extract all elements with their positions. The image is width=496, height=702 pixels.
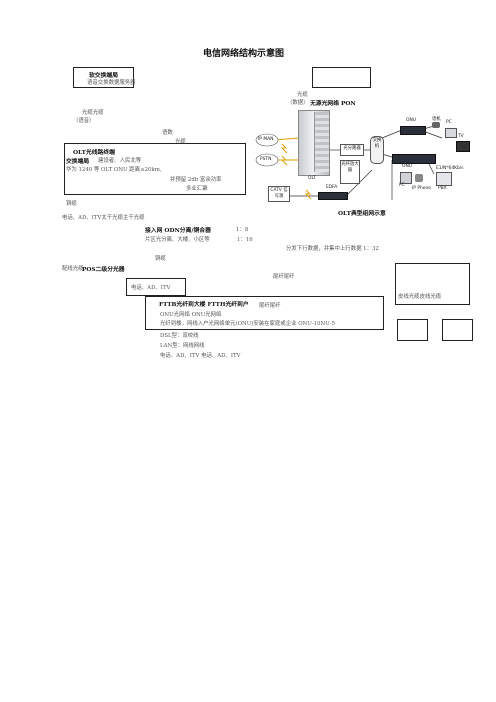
onu-device: [400, 126, 426, 135]
olt-example-label: OLT典型组网示意: [338, 211, 386, 217]
optical-amp-device: 光纤放大器: [340, 160, 360, 184]
edfa-device: [318, 192, 348, 200]
fiber-data-label: 光缆: [297, 92, 308, 98]
exchange-room-label: 交换端局: [66, 159, 90, 165]
pon-title-label: 无源光网络 PON: [310, 101, 356, 107]
ip-man-cloud-icon: [255, 133, 279, 147]
onu2-label: ONU: [402, 164, 412, 169]
area-note-label: 片区光分离、大楼、小区等: [145, 237, 210, 243]
phone-label: 话机: [432, 117, 441, 122]
fttb-pigtail-label: 尾纤尾纤: [259, 303, 281, 309]
tv-label: TV: [458, 134, 464, 139]
services-box: [126, 278, 186, 296]
olt-network-figure: IP MAN PSTN OLT 光分路器 交换机 ONU ONU 话机 PC T…: [252, 108, 470, 226]
onu-label: ONU: [406, 118, 416, 123]
switch-label: 交换机: [372, 138, 382, 149]
fiber-voice-label: 光缆光缆: [82, 110, 104, 116]
voice-data-label: 语数: [162, 130, 173, 136]
phone-icon: [432, 122, 440, 128]
voice-paren-label: （语音）: [73, 118, 95, 124]
summary-note: 多业汇聚: [186, 186, 208, 192]
pstn-cloud-icon: [255, 153, 279, 167]
splitter-label: 光分路器: [343, 146, 361, 151]
e1-label: E1/N*64Kb/s: [436, 166, 464, 171]
onu-install-label: 光纤到楼，网线入户光网络单元(ONU)安装在家庭或企业 ONU-10NU-5: [160, 321, 335, 327]
switch-device: 交换机: [370, 136, 384, 164]
catv-device: CATV 信号源: [268, 186, 290, 202]
huawei-note: 华为 1240 等 OLT ONU 距离≤20km,: [66, 167, 162, 173]
core-exchange-label: 软交换端局: [89, 73, 118, 79]
onu-box: [145, 296, 384, 330]
small-box-2: [442, 319, 473, 341]
reserve-note: 并预留 2db 富余功率: [170, 177, 222, 183]
copper2-label: 铜缆: [155, 256, 166, 262]
distribution-fiber-label: 配线光缆: [62, 266, 84, 272]
olt-rack-2: [314, 112, 329, 172]
services-copper-label: 电话、AD、ITV太干光缆主干光缆: [62, 215, 145, 221]
olt-label: OLT: [308, 176, 316, 181]
pc2-label: PC: [399, 183, 405, 188]
network-lines: [273, 125, 443, 200]
vendor-note: 建设者、人民北等: [98, 158, 142, 164]
ip-phone-label: IP Phone: [412, 186, 431, 191]
drop-cable-label: 皮线光缆皮线光缆: [398, 294, 442, 300]
pbx-label: PBX: [438, 186, 447, 191]
pc-icon: [445, 128, 457, 138]
cable-to-label: 光缆: [175, 139, 186, 145]
optical-amp-label: 光纤放大器: [341, 162, 359, 173]
services-box-label: 电话、AD、ITV: [131, 285, 171, 291]
lan-label: LAN型：网线网线: [160, 343, 205, 349]
softswitch-box: [73, 67, 134, 88]
fiber-pigtail-label: 尾纤尾纤: [273, 274, 295, 280]
small-box-1: [397, 319, 428, 341]
olt-room-box: [64, 143, 246, 195]
right-side-box: [395, 263, 470, 305]
fttb-label: FTTB光纤到大楼 FTTH光纤到户: [159, 302, 249, 308]
ip-phone-icon: [415, 174, 423, 182]
tv-icon: [456, 141, 470, 152]
copper-label: 铜缆: [66, 201, 77, 207]
odn-access-label: 接入网 ODN分离/铜合器: [145, 228, 211, 234]
pc2-icon: [400, 172, 412, 184]
splitter-device: 光分路器: [340, 144, 364, 156]
services-final-label: 电话、AD、ITV 电话、AD、ITV: [160, 353, 241, 359]
dsl-label: DSL型：双绞线: [160, 333, 199, 339]
page-title: 电信网络结构示意图: [203, 49, 285, 59]
data-paren-label: （数据）: [287, 100, 309, 106]
pos-splitter-label: POS二级分光器: [82, 267, 125, 273]
top-right-box: [312, 67, 371, 88]
area-ratio-label: 1：16: [237, 237, 253, 243]
catv-label: CATV 信号源: [270, 188, 288, 199]
onu2-device: [392, 154, 436, 164]
softswitch-server-label: 语音交换数据服务器: [87, 80, 136, 86]
edfa-label: EDFA: [326, 185, 338, 190]
odn-ratio-label: 1：8: [236, 227, 249, 233]
olt-room-label: OLT光线路终端: [73, 150, 115, 156]
pstn-label: PSTN: [260, 157, 272, 162]
ip-man-label: IP MAN: [258, 137, 274, 142]
onu-note-label: ONU光网络 ONU光网络: [160, 312, 222, 318]
pc-label: PC: [446, 120, 452, 125]
split-note-label: 分发下行数据，并集中上行数据 1：32: [286, 246, 379, 252]
pbx-icon: [436, 172, 452, 186]
